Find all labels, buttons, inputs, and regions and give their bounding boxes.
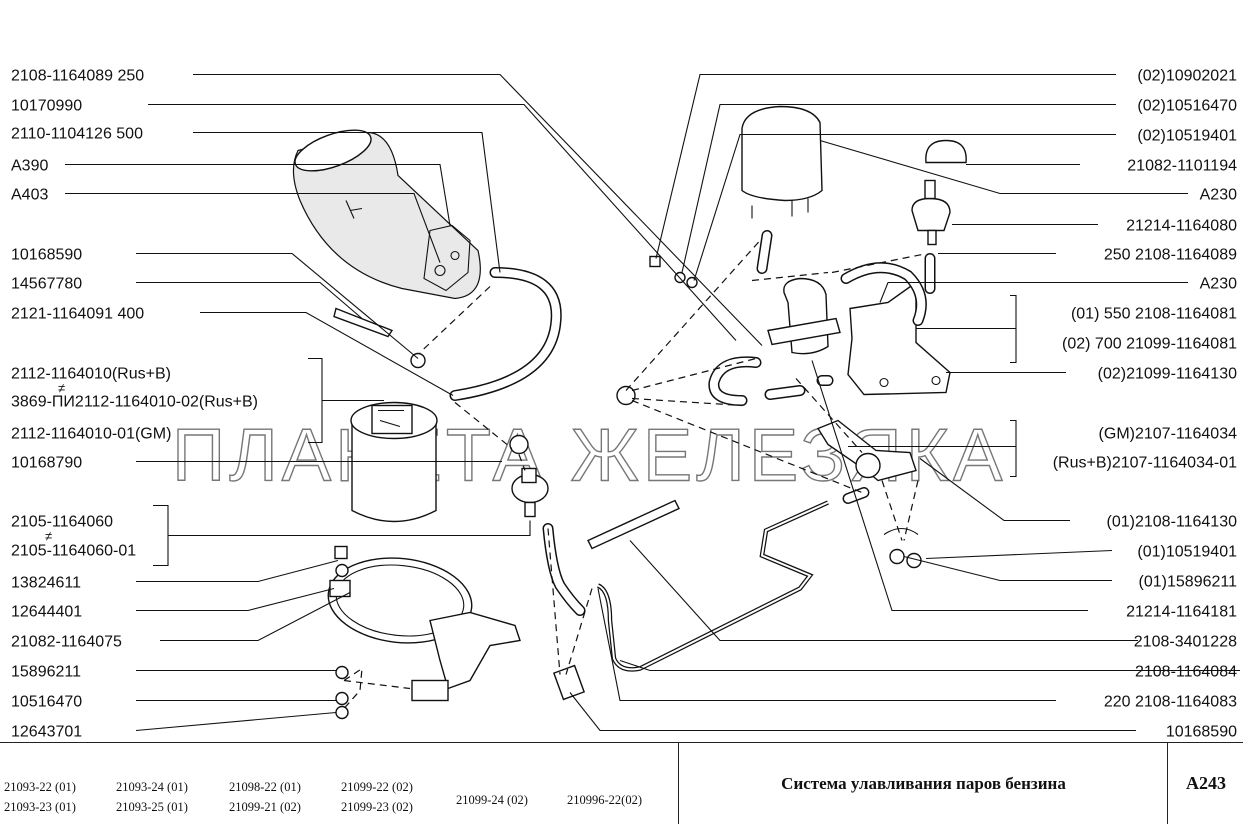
label-part: 2112-1164010-01(GM)	[11, 426, 171, 443]
label-part: 220 2108-1164083	[1104, 694, 1237, 711]
label-part: 2105-1164060-01	[11, 543, 136, 560]
label-part: 13824611	[11, 575, 81, 592]
model-code: 21099-22 (02)	[341, 780, 413, 794]
page-code: А243	[1186, 773, 1226, 793]
title-block: 21093-22 (01) 21093-23 (01) 21093-24 (01…	[0, 742, 1243, 824]
label-part: 14567780	[11, 276, 82, 293]
label-part: 2108-1164089 250	[11, 68, 144, 85]
label-part: 2108-1164084	[1135, 664, 1237, 681]
bracket-right-part	[847, 281, 951, 396]
label-part: 2112-1164010(Rus+B)	[11, 366, 171, 383]
leader-lines	[65, 73, 1240, 732]
label-part: 2121-1164091 400	[11, 306, 144, 323]
cable-tie-part	[587, 499, 680, 550]
label-part: (01)2108-1164130	[1107, 514, 1238, 531]
label-part: A230	[1200, 276, 1237, 293]
label-part: 12644401	[11, 604, 82, 621]
label-part: 10168590	[11, 247, 82, 264]
label-part: (02) 700 21099-1164081	[1062, 336, 1237, 353]
label-part: (01) 550 2108-1164081	[1071, 306, 1237, 323]
model-code: 21093-25 (01)	[116, 800, 188, 814]
label-part: (01)10519401	[1137, 544, 1237, 561]
model-code: 21098-22 (01)	[229, 780, 301, 794]
label-part: 21214-1164080	[1126, 218, 1237, 235]
label-part: 10168590	[1166, 724, 1237, 741]
label-part: 10516470	[11, 694, 82, 711]
label-part: (Rus+B)2107-1164034-01	[1053, 455, 1237, 472]
label-part: 3869-ПИ2112-1164010-02(Rus+B)	[11, 394, 258, 411]
label-part: A230	[1200, 187, 1237, 204]
label-part: 2110-1104126 500	[11, 126, 143, 143]
fasteners-left	[334, 545, 349, 720]
model-code: 21099-24 (02)	[456, 793, 528, 807]
model-code: 21093-23 (01)	[4, 800, 76, 814]
label-part: 21214-1164181	[1126, 604, 1237, 621]
label-part: (GM)2107-1164034	[1099, 426, 1238, 443]
label-part: 15896211	[11, 664, 81, 681]
label-part: 10170990	[11, 98, 82, 115]
canister-clamp-part	[327, 557, 521, 702]
bracket-lower-right-part	[649, 255, 922, 569]
label-part: 2105-1164060	[11, 514, 113, 531]
assembly-lines	[343, 240, 923, 709]
labels-right: (02)10902021 (02)10516470 (02)10519401 2…	[1053, 68, 1237, 741]
adsorber-part	[767, 277, 841, 355]
label-part: (02)10902021	[1137, 68, 1237, 85]
label-part: (02)10519401	[1137, 128, 1237, 145]
alt-symbol: ≠	[58, 381, 65, 396]
canister-part	[350, 401, 438, 523]
hoses-left	[449, 267, 586, 616]
label-part: 12643701	[11, 724, 82, 741]
label-part: 2108-3401228	[1134, 634, 1237, 651]
fuel-filter-part	[292, 129, 481, 300]
label-part: (02)21099-1164130	[1098, 366, 1237, 383]
label-part: 21082-1101194	[1127, 158, 1237, 175]
check-valve-part	[511, 467, 549, 518]
label-part: (01)15896211	[1139, 574, 1238, 591]
model-code: 21099-23 (02)	[341, 800, 413, 814]
labels-left: 2108-1164089 250 10170990 2110-1104126 5…	[11, 68, 258, 741]
label-part: 21082-1164075	[11, 634, 122, 651]
label-part: 250 2108-1164089	[1104, 247, 1237, 264]
reservoir-part	[741, 105, 967, 219]
separator-valve-part	[911, 179, 951, 246]
alt-symbol: ≠	[45, 529, 52, 544]
model-list: 21093-22 (01) 21093-23 (01) 21093-24 (01…	[0, 743, 679, 824]
label-part: A390	[11, 158, 48, 175]
model-code: 210996-22(02)	[567, 793, 642, 807]
hose-clamps	[333, 307, 636, 701]
page-title: Система улавливания паров бензина	[680, 743, 1168, 824]
model-code: 21093-22 (01)	[4, 780, 76, 794]
model-code: 21099-21 (02)	[229, 800, 301, 814]
label-part: 10168790	[11, 455, 82, 472]
label-part: (02)10516470	[1137, 98, 1237, 115]
parts-illustration	[292, 105, 967, 720]
vent-pipe-part	[596, 500, 829, 672]
label-part: A403	[11, 187, 48, 204]
model-code: 21093-24 (01)	[116, 780, 188, 794]
